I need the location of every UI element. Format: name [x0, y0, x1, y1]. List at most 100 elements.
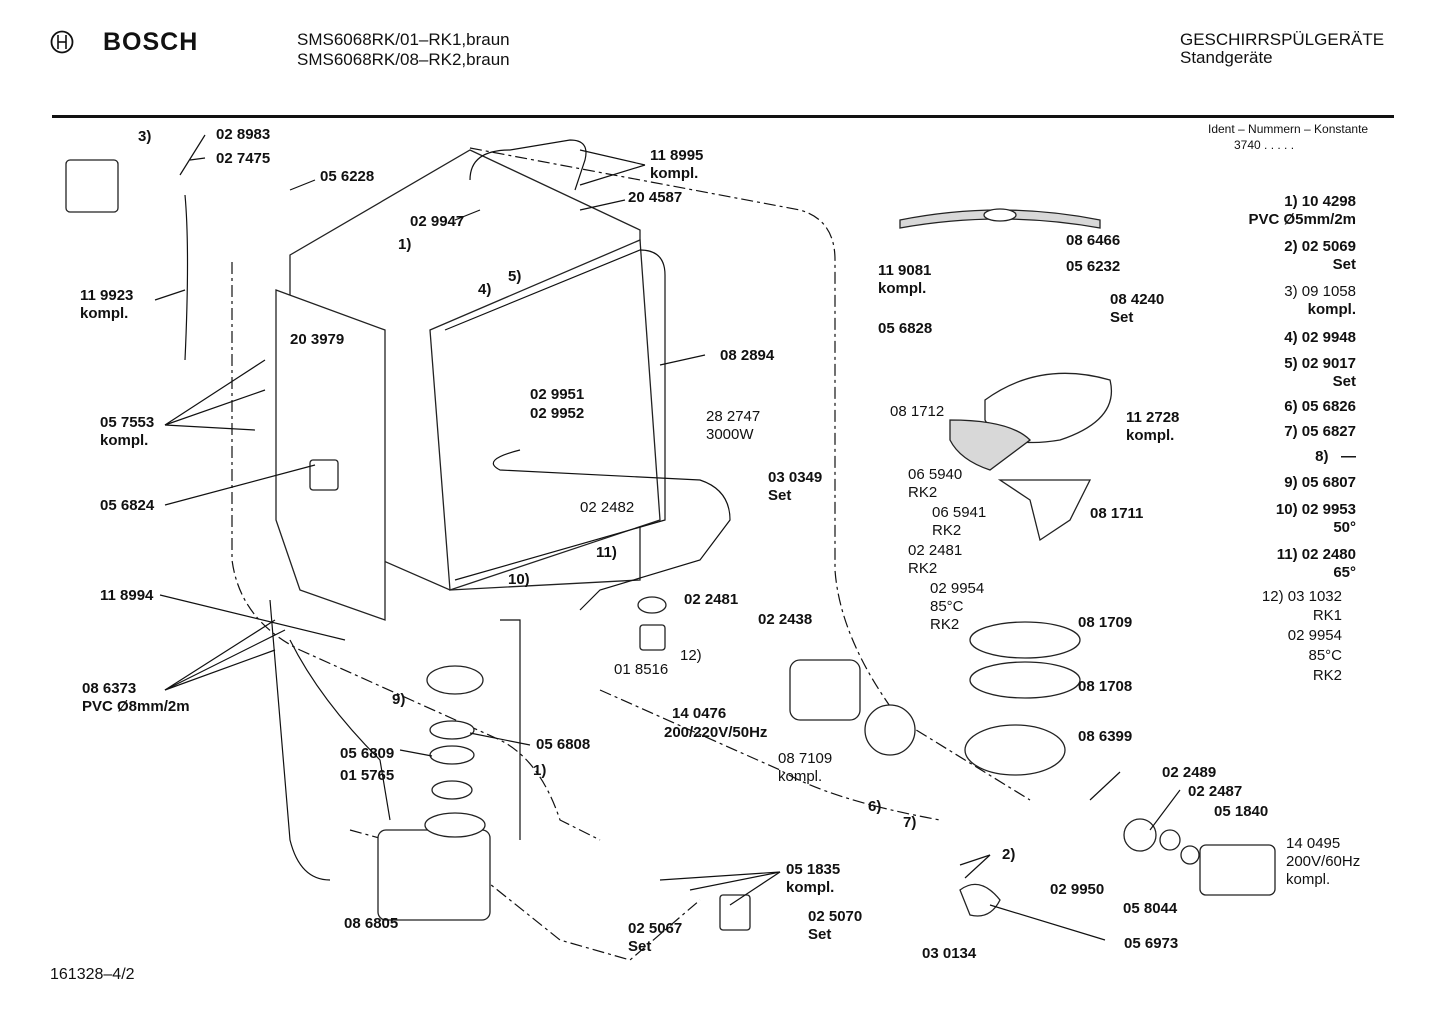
leader: [164, 464, 316, 506]
part-label: 06 5941 RK2: [932, 504, 987, 539]
seal-ring-2: [429, 745, 475, 765]
part-label: 08 1709: [1078, 614, 1133, 631]
part-label: 08 6373 PVC Ø8mm/2m: [82, 680, 190, 715]
legend-entry: 50°: [1333, 519, 1356, 536]
part-label: 08 6466: [1066, 232, 1121, 249]
part-label: 08 7109 kompl.: [778, 750, 833, 785]
softener-body: [377, 829, 491, 921]
part-label: 4): [478, 281, 492, 298]
part-label: 02 8983: [216, 126, 271, 143]
part-label: 11 9923 kompl.: [80, 287, 134, 322]
part-label: 02 9947: [410, 213, 465, 230]
part-label: 1): [398, 236, 412, 253]
legend-entry: 5) 02 9017: [1284, 355, 1356, 372]
inlet-valve: [65, 159, 119, 213]
side-panel: [275, 289, 386, 621]
part-label: 05 6808: [536, 736, 591, 753]
leader: [659, 871, 781, 881]
part-label: 11 2728 kompl.: [1126, 409, 1180, 444]
leader: [989, 904, 1106, 941]
clip-05-1835: [719, 894, 751, 931]
leader: [159, 594, 346, 641]
part-label: 02 9952: [530, 405, 585, 422]
part-label: 05 6228: [320, 168, 375, 185]
leader: [689, 871, 781, 891]
leader: [964, 854, 991, 879]
part-label: 05 8044: [1123, 900, 1178, 917]
model-line-2: SMS6068RK/08–RK2,braun: [297, 50, 510, 69]
pump-seal-3: [1180, 845, 1200, 865]
leader: [959, 854, 991, 866]
seal-ring-1: [429, 720, 475, 740]
model-line-1: SMS6068RK/01–RK1,braun: [297, 30, 510, 49]
part-label: 02 2438: [758, 611, 813, 628]
leader: [164, 359, 266, 426]
part-label: 02 5067 Set: [628, 920, 683, 955]
part-label: 08 6399: [1078, 728, 1133, 745]
part-label: 05 6809: [340, 745, 395, 762]
sump: [964, 724, 1066, 776]
part-label: 11 8994: [100, 587, 154, 604]
leader: [579, 199, 626, 211]
part-label: 05 6973: [1124, 935, 1179, 952]
leader: [164, 619, 276, 691]
part-label: 14 0495 200V/60Hz kompl.: [1286, 835, 1361, 888]
circulation-pump: [789, 659, 861, 721]
part-label: 9): [392, 691, 406, 708]
softener-top: [424, 812, 486, 838]
sump-dash: [599, 689, 941, 821]
spray-arm-hub: [983, 208, 1017, 222]
part-label: 08 4240 Set: [1110, 291, 1165, 326]
part-label: 03 0134: [922, 945, 977, 962]
bosch-logo-icon: [50, 30, 74, 54]
legend-entry: 65°: [1333, 564, 1356, 581]
seal-ring-3: [431, 780, 473, 800]
leader: [659, 354, 706, 366]
upper-spray-arm: [899, 209, 1101, 229]
part-label: 02 7475: [216, 150, 271, 167]
part-label: 01 8516: [614, 661, 669, 678]
part-label: 03 0349 Set: [768, 469, 823, 504]
category-line-2: Standgeräte: [1180, 48, 1273, 67]
ident-title: Ident – Nummern – Konstante: [1208, 122, 1369, 136]
header-divider: [52, 115, 1394, 118]
legend-entry: 1) 10 4298: [1284, 193, 1356, 210]
part-label: 08 6805: [344, 915, 399, 932]
part-label: 7): [903, 814, 917, 831]
legend-entry: Set: [1332, 256, 1356, 273]
part-label: 08 1708: [1078, 678, 1133, 695]
switch-module: [309, 459, 339, 491]
leader: [579, 149, 646, 166]
leader: [1149, 789, 1181, 831]
part-label: 06 5940 RK2: [908, 466, 963, 501]
pump-housing: [864, 704, 916, 756]
leader: [164, 389, 266, 426]
door-seal: [444, 249, 666, 581]
part-label: 11): [596, 544, 617, 561]
legend-entry: 2) 02 5069: [1284, 238, 1356, 255]
leader: [1089, 771, 1121, 801]
legend-entry: 02 9954: [1287, 627, 1342, 644]
leader: [164, 424, 256, 431]
drain-pump: [1199, 844, 1276, 896]
upper-tube: [469, 139, 587, 191]
leader: [579, 164, 646, 186]
brand-name: BOSCH: [103, 28, 199, 56]
legend-entry: 6) 05 6826: [1284, 398, 1356, 415]
pump-seal: [1123, 818, 1157, 852]
legend-entry: 8) —: [1315, 448, 1356, 465]
drain-hose: [184, 194, 189, 361]
part-label: 20 4587: [628, 189, 683, 206]
mid-hose: [289, 639, 391, 821]
part-label: 05 6824: [100, 497, 155, 514]
part-label: 10): [508, 571, 530, 588]
heater-element: [492, 449, 731, 611]
legend-entry: 9) 05 6807: [1284, 474, 1356, 491]
part-label: 05 6828: [878, 320, 933, 337]
part-label: 28 2747 3000W: [706, 408, 761, 443]
legend-entry: 10) 02 9953: [1275, 501, 1356, 518]
leader: [399, 749, 433, 757]
part-label: 05 1835 kompl.: [786, 861, 841, 896]
part-label: 02 2489: [1162, 764, 1217, 781]
